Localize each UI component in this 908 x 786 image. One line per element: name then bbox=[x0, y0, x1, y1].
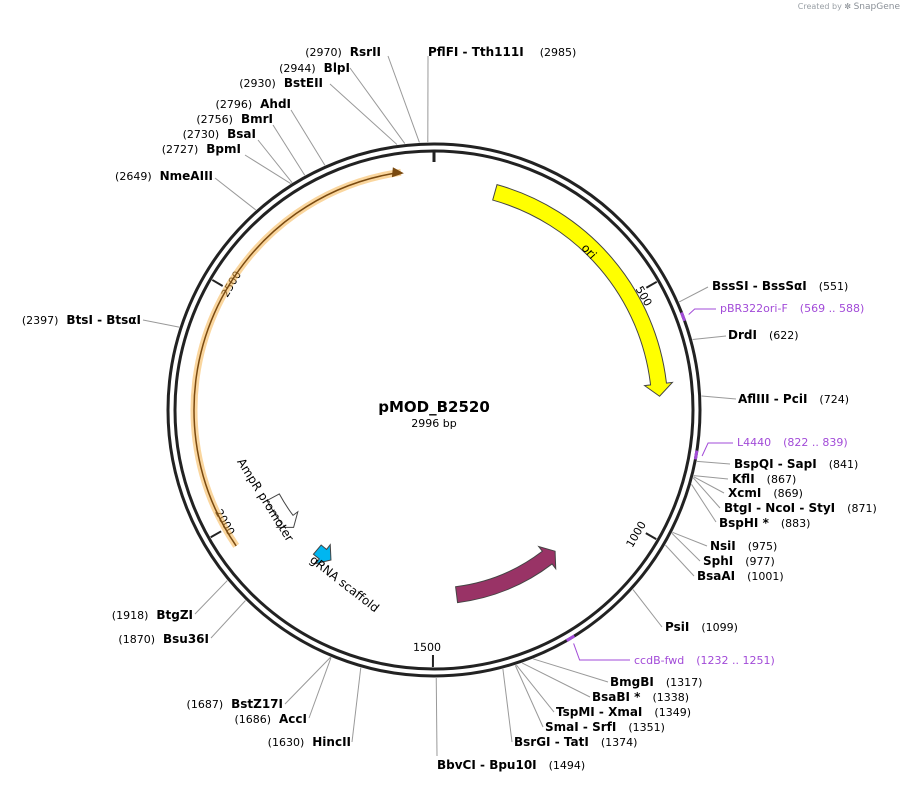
site-label-BsaI: (2730)BsaI bbox=[183, 127, 256, 141]
primer-leader-line bbox=[574, 643, 630, 660]
plasmid-name: pMOD_B2520 bbox=[378, 398, 490, 416]
site-label-BmgBI: BmgBI(1317) bbox=[610, 675, 702, 689]
site-leader-line bbox=[503, 669, 512, 742]
tick-mark bbox=[646, 282, 656, 288]
site-leader-line bbox=[352, 668, 361, 742]
primer-label-ccdB-fwd: ccdB-fwd(1232 .. 1251) bbox=[634, 654, 775, 667]
site-leader-line bbox=[215, 178, 256, 210]
primer-binding-mark bbox=[695, 451, 697, 460]
site-leader-line bbox=[533, 659, 608, 682]
ampr-highlight-line bbox=[194, 172, 401, 546]
site-leader-line bbox=[679, 287, 708, 302]
feature-label-AmpR-promoter: AmpR promoter bbox=[234, 456, 296, 544]
site-label-BmrI: (2756)BmrI bbox=[196, 112, 273, 126]
site-leader-line bbox=[702, 396, 736, 399]
site-label-BstEII: (2930)BstEII bbox=[239, 76, 323, 90]
site-leader-line bbox=[694, 476, 728, 479]
site-label-XcmI: XcmI(869) bbox=[728, 486, 803, 500]
site-leader-line bbox=[694, 477, 724, 493]
site-leader-line bbox=[388, 56, 419, 142]
site-label-BtgI-NcoI-StyI: BtgI - NcoI - StyI(871) bbox=[724, 501, 877, 515]
site-leader-line bbox=[245, 155, 291, 184]
feature-arrow-ccdB bbox=[456, 546, 556, 602]
plasmid-size: 2996 bp bbox=[411, 417, 456, 430]
site-leader-line bbox=[697, 461, 730, 464]
site-label-AflIII-PciI: AflIII - PciI(724) bbox=[738, 392, 849, 406]
site-label-BsaAI: BsaAI(1001) bbox=[697, 569, 784, 583]
site-label-NmeAIII: (2649)NmeAIII bbox=[115, 169, 213, 183]
watermark-brand: SnapGene bbox=[854, 2, 900, 12]
tick-label: 1000 bbox=[624, 519, 649, 550]
site-leader-line bbox=[515, 665, 543, 727]
site-label-BtsI-BtsaI: (2397)BtsI - BtsαI bbox=[22, 313, 141, 327]
site-label-BstZ17I: (1687)BstZ17I bbox=[187, 697, 283, 711]
site-label-BspQI-SapI: BspQI - SapI(841) bbox=[734, 457, 858, 471]
site-leader-line bbox=[195, 581, 227, 614]
feature-label-ccdB: ccdB bbox=[510, 590, 542, 617]
tick-label: 1500 bbox=[413, 641, 441, 654]
primer-leader-line bbox=[689, 309, 716, 315]
site-label-BlpI: (2944)BlpI bbox=[279, 61, 350, 75]
site-leader-line bbox=[273, 125, 305, 175]
site-label-AhdI: (2796)AhdI bbox=[216, 97, 291, 111]
site-label-PsiI: PsiI(1099) bbox=[665, 620, 738, 634]
site-leader-line bbox=[330, 84, 397, 145]
site-leader-line bbox=[211, 600, 245, 638]
watermark-created-by: Created by bbox=[798, 2, 842, 11]
site-label-Bsu36I: (1870)Bsu36I bbox=[118, 632, 209, 646]
site-label-BssSI-BssSaI: BssSI - BssSαI(551) bbox=[712, 279, 848, 293]
primer-label-L4440: L4440(822 .. 839) bbox=[737, 436, 848, 449]
site-leader-line bbox=[291, 110, 325, 165]
site-label-KflI: KflI(867) bbox=[732, 472, 796, 486]
site-label-NsiI: NsiI(975) bbox=[710, 539, 777, 553]
site-leader-line bbox=[693, 336, 726, 339]
site-label-TspMI-XmaI: TspMI - XmaI(1349) bbox=[556, 705, 691, 719]
primer-binding-mark bbox=[567, 636, 575, 641]
site-label-SmaI-SrfI: SmaI - SrfI(1351) bbox=[545, 720, 665, 734]
site-leader-line bbox=[143, 320, 179, 327]
tick-mark bbox=[212, 280, 222, 286]
feature-label-gRNA-scaffold: gRNA scaffold bbox=[307, 553, 382, 616]
primer-label-pBR322ori-F: pBR322ori-F(569 .. 588) bbox=[720, 302, 864, 315]
tick-mark bbox=[646, 533, 656, 539]
site-label-RsrII: (2970)RsrII bbox=[305, 45, 381, 59]
ampr-highlight-track bbox=[194, 172, 401, 546]
site-leader-line bbox=[633, 590, 662, 627]
site-leader-line bbox=[309, 657, 331, 718]
snapgene-logo-icon: ✼ bbox=[844, 2, 851, 11]
site-label-BspHI: BspHI *(883) bbox=[719, 516, 810, 530]
site-leader-line bbox=[436, 678, 437, 756]
primer-leader-line bbox=[702, 443, 733, 456]
site-label-BsrGI-TatI: BsrGI - TatI(1374) bbox=[514, 735, 637, 749]
site-label-BpmI: (2727)BpmI bbox=[162, 142, 241, 156]
snapgene-watermark: Created by ✼ SnapGene bbox=[798, 2, 900, 12]
site-leader-line bbox=[516, 665, 554, 712]
site-leader-line bbox=[665, 545, 694, 576]
site-label-PflFI-Tth111I: PflFI - Tth111I(2985) bbox=[428, 45, 576, 59]
tick-mark bbox=[211, 531, 221, 537]
site-label-DrdI: DrdI(622) bbox=[728, 328, 799, 342]
site-label-SphI: SphI(977) bbox=[703, 554, 775, 568]
site-leader-line bbox=[285, 657, 331, 704]
site-leader-line bbox=[522, 663, 590, 697]
site-label-HincII: (1630)HincII bbox=[268, 735, 351, 749]
primer-binding-mark bbox=[681, 312, 684, 320]
site-label-BsaBI: BsaBI *(1338) bbox=[592, 690, 689, 704]
site-label-BtgZI: (1918)BtgZI bbox=[112, 608, 193, 622]
site-label-AccI: (1686)AccI bbox=[234, 712, 307, 726]
site-label-BbvCI-Bpu10I: BbvCI - Bpu10I(1494) bbox=[437, 758, 585, 772]
